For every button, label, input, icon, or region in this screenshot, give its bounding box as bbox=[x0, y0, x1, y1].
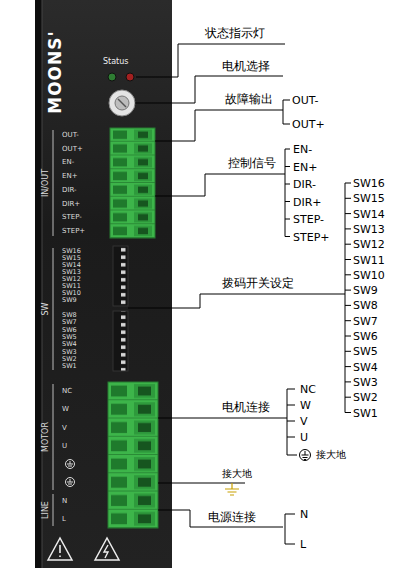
signal-name: DIR+ bbox=[293, 196, 322, 207]
group-label: IN/OUT bbox=[42, 169, 50, 197]
pin-label: OUT- bbox=[62, 131, 79, 138]
callout-bracket bbox=[285, 149, 290, 237]
pin-label: U bbox=[62, 442, 67, 449]
switch-label: SW11 bbox=[62, 283, 81, 290]
ground-symbol bbox=[302, 451, 309, 460]
switch-label: SW2 bbox=[62, 356, 77, 363]
signal-name: OUT- bbox=[292, 95, 318, 106]
callout-text: 电机选择 bbox=[222, 60, 270, 72]
callout-text: 控制信号 bbox=[228, 157, 276, 169]
switch-name: SW1 bbox=[353, 407, 378, 418]
switch-name: SW10 bbox=[353, 269, 385, 280]
brand-logo: MOONS' bbox=[47, 30, 64, 114]
switch-name: SW8 bbox=[353, 300, 378, 311]
signal-name: EN+ bbox=[293, 161, 317, 172]
callout-bracket bbox=[345, 183, 351, 413]
switch-name: SW9 bbox=[353, 285, 378, 296]
switch-name: SW2 bbox=[353, 392, 378, 403]
pin-name: NC bbox=[300, 384, 316, 395]
ground-symbol bbox=[225, 483, 239, 495]
switch-label: SW13 bbox=[62, 269, 81, 276]
switch-name: SW12 bbox=[353, 239, 385, 250]
pin-name: W bbox=[300, 400, 311, 411]
ground-note: 接大地 bbox=[222, 469, 252, 479]
pin-label: L bbox=[62, 515, 66, 522]
switch-name: SW13 bbox=[353, 223, 385, 234]
switch-label: SW8 bbox=[62, 312, 77, 319]
pin-name: V bbox=[300, 416, 308, 427]
pin-label: W bbox=[62, 406, 69, 413]
pin-label: OUT+ bbox=[62, 145, 83, 152]
switch-label: SW6 bbox=[62, 326, 77, 333]
group-label: MOTOR bbox=[42, 422, 50, 452]
callout-text: 电机连接 bbox=[222, 401, 270, 413]
callout-bracket bbox=[283, 100, 290, 124]
signal-name: DIR- bbox=[293, 179, 316, 190]
switch-label: SW7 bbox=[62, 319, 77, 326]
switch-name: SW6 bbox=[353, 331, 378, 342]
status-label: Status bbox=[103, 58, 129, 66]
switch-name: SW11 bbox=[353, 254, 385, 265]
group-label: LINE bbox=[42, 501, 50, 519]
switch-name: SW3 bbox=[353, 376, 378, 387]
callout-text: 故障输出 bbox=[225, 93, 273, 105]
driver-body: MOONS' bbox=[35, 0, 172, 568]
leader-line bbox=[158, 418, 287, 419]
callout-text: 电源连接 bbox=[208, 511, 256, 523]
callout-text: 拨码开关设定 bbox=[222, 277, 294, 289]
ground-circle bbox=[300, 450, 311, 461]
switch-name: SW4 bbox=[353, 361, 378, 372]
pin-label: DIR+ bbox=[62, 200, 80, 207]
switch-name: SW14 bbox=[353, 208, 385, 219]
signal-name: STEP+ bbox=[293, 231, 330, 242]
pin-label: DIR- bbox=[62, 186, 77, 193]
pin-label: EN- bbox=[62, 159, 74, 166]
leader-line bbox=[155, 110, 283, 141]
leader-line bbox=[158, 510, 283, 527]
signal-name: OUT+ bbox=[292, 119, 325, 130]
pin-label: N bbox=[62, 497, 67, 504]
pin-name: U bbox=[300, 432, 308, 443]
pin-name: N bbox=[300, 509, 308, 520]
pin-label: STEP+ bbox=[62, 228, 85, 235]
pin-name: L bbox=[300, 539, 306, 550]
callout-text: 状态指示灯 bbox=[205, 27, 265, 39]
switch-label: SW3 bbox=[62, 348, 77, 355]
group-label: SW bbox=[42, 303, 50, 316]
ground-note: 接大地 bbox=[316, 450, 346, 460]
pin-label: NC bbox=[62, 388, 72, 395]
switch-label: SW4 bbox=[62, 341, 77, 348]
signal-name: EN- bbox=[293, 144, 312, 155]
callout-bracket bbox=[287, 389, 297, 455]
switch-label: SW10 bbox=[62, 290, 81, 297]
callout-bracket bbox=[285, 514, 295, 544]
switch-label: SW5 bbox=[62, 334, 77, 341]
switch-label: SW1 bbox=[62, 363, 77, 370]
switch-label: SW14 bbox=[62, 262, 81, 269]
switch-name: SW5 bbox=[353, 346, 378, 357]
leader-line bbox=[155, 174, 285, 196]
pin-label: V bbox=[62, 424, 67, 431]
switch-label: SW16 bbox=[62, 248, 81, 255]
switch-label: SW15 bbox=[62, 255, 81, 262]
switch-label: SW12 bbox=[62, 276, 81, 283]
switch-label: SW9 bbox=[62, 297, 77, 304]
pin-label: EN+ bbox=[62, 173, 78, 180]
signal-name: STEP- bbox=[293, 214, 324, 225]
pin-label: STEP- bbox=[62, 214, 82, 221]
switch-name: SW15 bbox=[353, 193, 385, 204]
switch-name: SW7 bbox=[353, 315, 378, 326]
switch-name: SW16 bbox=[353, 178, 385, 189]
